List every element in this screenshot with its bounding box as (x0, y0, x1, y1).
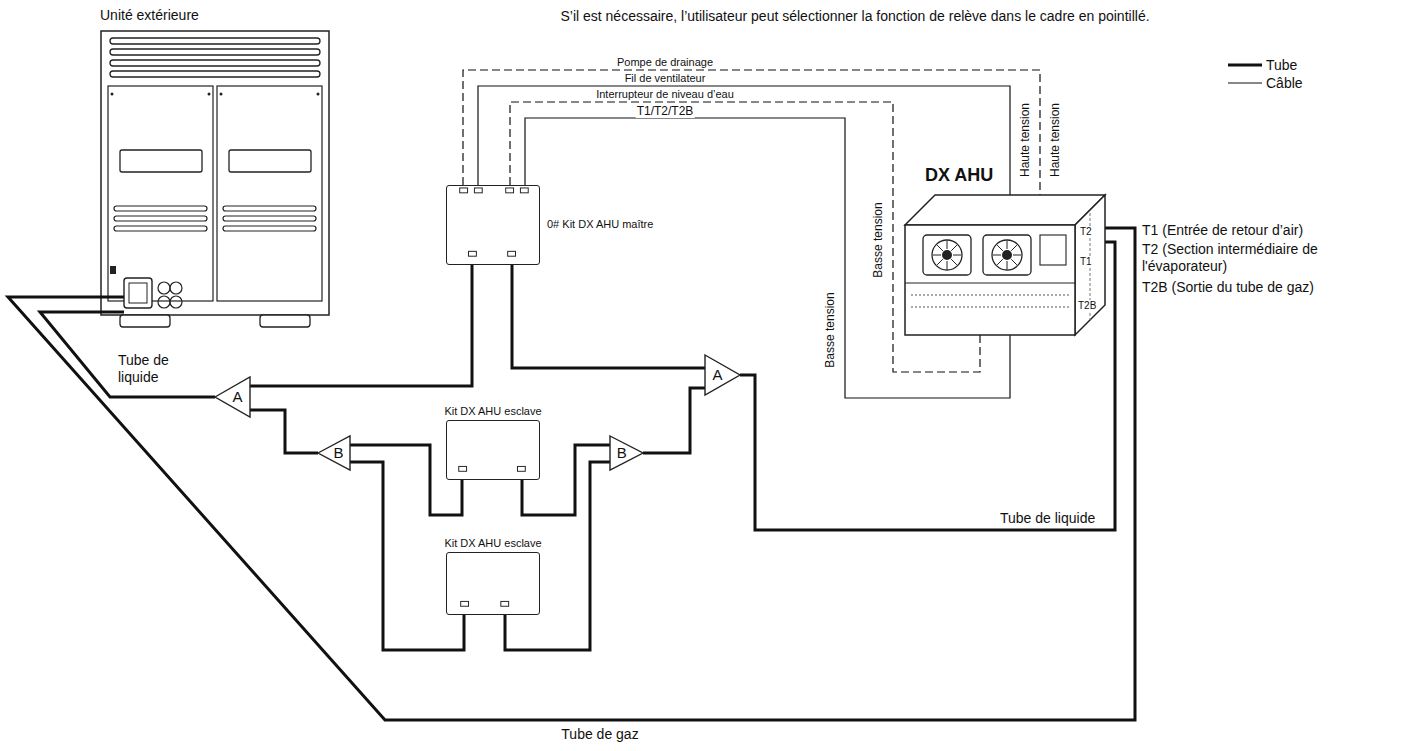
sensor-note: T2 (Section intermédiaire de l'évaporate… (1142, 241, 1342, 275)
legend-line (1228, 82, 1262, 83)
joint-letter: B (333, 444, 343, 462)
legend-row: Tube (1228, 56, 1303, 74)
control-cable (463, 70, 1040, 195)
joint-letter: A (232, 388, 242, 406)
unit-outline (100, 30, 330, 330)
voltage-label: Haute tension (1018, 102, 1032, 178)
tube-label: Tube de gaz (561, 726, 638, 743)
cable-label: T1/T2/T2B (636, 104, 695, 118)
tube-label: Tube de liquide (118, 352, 198, 386)
cable-label: Fil de ventilateur (624, 72, 707, 85)
refrigerant-tube (40, 312, 215, 397)
outdoor-unit: Unité extérieure (100, 30, 330, 330)
sensor-tag: T2B (1077, 300, 1097, 312)
ahu-outline (905, 195, 1105, 335)
branch-joint: B (318, 436, 350, 470)
kit-outline (447, 421, 539, 479)
refrigerant-tube (250, 410, 318, 453)
branch-joint: B (610, 436, 643, 470)
legend-sample (1228, 78, 1262, 88)
unit-heading: 0# Kit DX AHU maître (547, 218, 653, 231)
sensor-tag: T2 (1079, 226, 1093, 238)
legend-sample (1228, 60, 1262, 70)
dx-ahu-unit: DX AHU (905, 195, 1105, 335)
joint-letter: A (713, 366, 723, 384)
unit-heading: Kit DX AHU esclave (444, 537, 541, 550)
sensor-note: T2B (Sortie du tube de gaz) (1142, 279, 1342, 296)
legend-line (1228, 64, 1262, 67)
legend-row: Câble (1228, 74, 1303, 92)
voltage-label: Basse tension (823, 291, 837, 368)
unit-heading: Unité extérieure (100, 7, 199, 24)
sensor-note: T1 (Entrée de retour d’air) (1142, 222, 1357, 239)
legend-text: Câble (1266, 75, 1303, 91)
branch-joint: A (215, 377, 250, 417)
joint-letter: B (617, 444, 627, 462)
cable-label: Pompe de drainage (616, 56, 714, 69)
refrigerant-tube (512, 265, 705, 368)
control-cable (525, 118, 1010, 398)
voltage-label: Haute tension (1048, 102, 1062, 178)
unit-heading: Kit DX AHU esclave (444, 405, 541, 418)
legend-box: TubeCâble (1228, 56, 1303, 92)
branch-joint: A (705, 355, 740, 395)
unit-heading: DX AHU (925, 165, 993, 187)
slave-kit-box: Kit DX AHU esclave (446, 552, 540, 615)
master-kit-box: 0# Kit DX AHU maître (446, 185, 540, 265)
cable-label: Interrupteur de niveau d’eau (595, 88, 735, 101)
legend-text: Tube (1266, 57, 1297, 73)
kit-outline (447, 553, 539, 614)
kit-outline (447, 186, 539, 264)
refrigerant-tube (643, 388, 705, 453)
tube-label: Tube de liquide (1000, 510, 1095, 527)
sensor-tag: T1 (1079, 256, 1093, 268)
voltage-label: Basse tension (871, 201, 885, 278)
slave-kit-box: Kit DX AHU esclave (446, 420, 540, 480)
note-text: S’il est nécessaire, l’utilisateur peut … (535, 8, 1175, 25)
